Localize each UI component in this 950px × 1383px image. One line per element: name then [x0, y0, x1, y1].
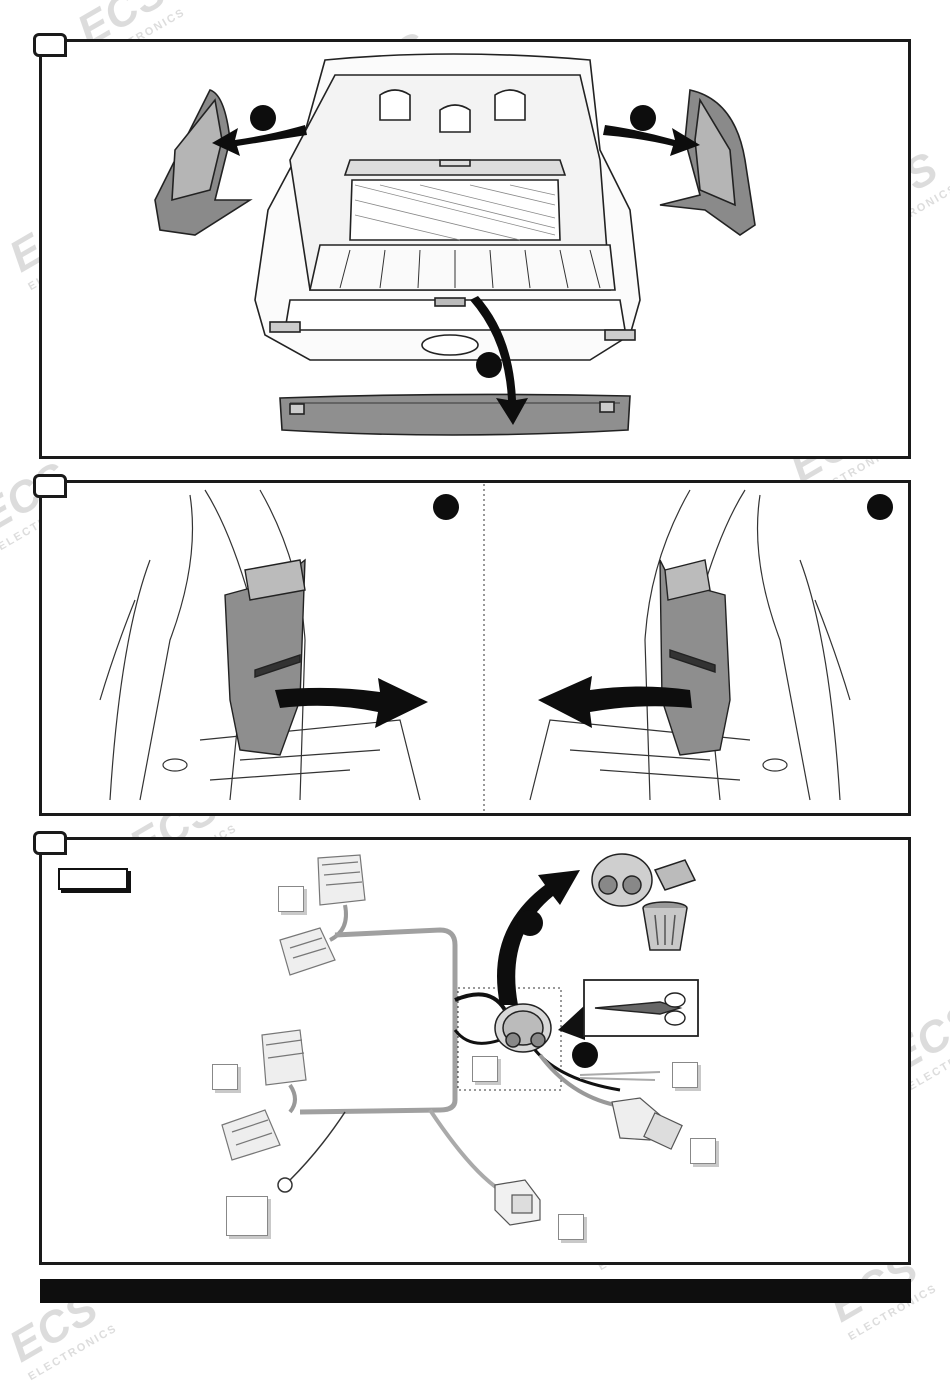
callout-square: [472, 1056, 498, 1082]
step-marker-dot: [867, 494, 893, 520]
scissors-icon: [594, 992, 686, 1026]
step-marker-dot: [250, 105, 276, 131]
arrow-pull-right-panel: [538, 676, 692, 728]
step-1-illustration: [154, 53, 756, 436]
arrow-remove-left-lamp: [212, 125, 307, 156]
callout-square: [690, 1138, 716, 1164]
callout-pointer: [558, 1005, 585, 1040]
arrow-remove-bumper-trim: [470, 296, 528, 425]
step-panel-3: [39, 837, 911, 1265]
step-2-illustration: [99, 484, 893, 812]
car-rear-view: [254, 53, 641, 361]
callout-square: [212, 1064, 238, 1090]
plug-connector-bottom: [494, 1179, 541, 1226]
model-label-box: [58, 868, 128, 890]
wire-to-plug: [428, 1108, 502, 1192]
step-marker-dot: [517, 910, 543, 936]
socket-cap: [591, 853, 653, 907]
callout-square: [278, 886, 304, 912]
step-tab-1: [33, 33, 67, 57]
callout-square: [672, 1062, 698, 1088]
ground-wire: [289, 1111, 346, 1181]
step-tab-3: [33, 831, 67, 855]
cap-lid-icon: [653, 859, 697, 891]
step-marker-dot: [476, 352, 502, 378]
wire-harness-gray: [299, 927, 458, 1115]
trash-bin-icon: [642, 901, 688, 951]
arrow-remove-right-lamp: [603, 125, 700, 156]
step-marker-dot: [572, 1042, 598, 1068]
step-tab-2: [33, 474, 67, 498]
connector-upper-left: [279, 854, 366, 976]
step-3-wiring-diagram: [221, 853, 699, 1226]
step-marker-dot: [630, 105, 656, 131]
step-marker-dot: [433, 494, 459, 520]
arrow-to-cap: [497, 870, 580, 1005]
wire-bundle-upper: [329, 904, 348, 942]
socket-rear-view: [494, 1003, 552, 1053]
bumper-trim-panel: [279, 393, 631, 436]
ground-callout-square: [226, 1196, 268, 1236]
footer-bar: [40, 1279, 911, 1303]
ring-terminal: [277, 1177, 293, 1193]
connector-lower-left: [221, 1029, 307, 1161]
left-tail-lamp: [154, 89, 253, 236]
step-panel-2: [39, 480, 911, 816]
right-tail-lamp: [659, 89, 756, 236]
connector-right: [611, 1097, 683, 1150]
callout-square: [558, 1214, 584, 1240]
arrow-pull-left-panel: [275, 678, 428, 728]
